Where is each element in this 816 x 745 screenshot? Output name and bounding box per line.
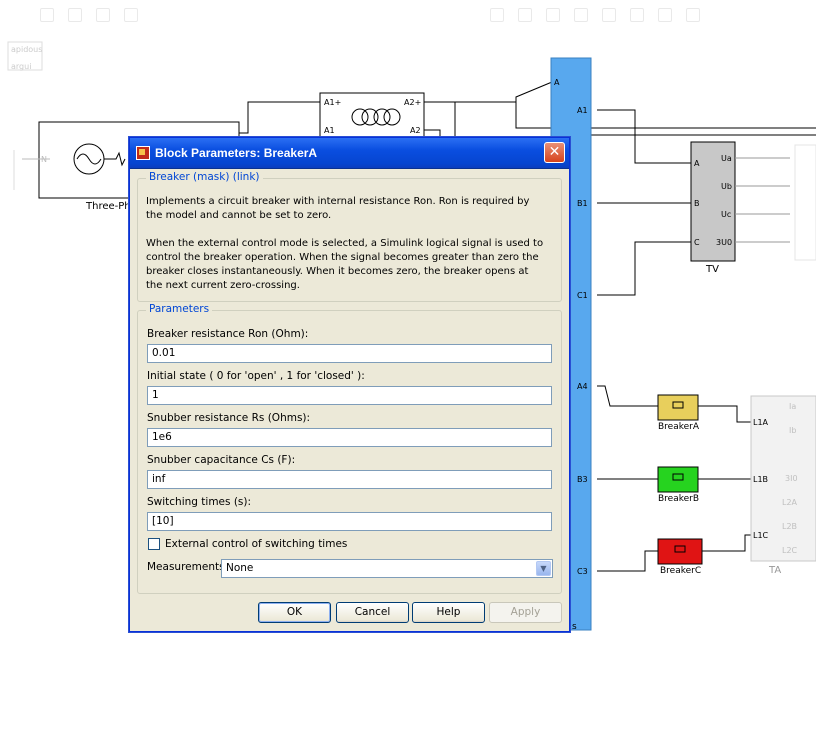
breaker-a-label: BreakerA <box>658 422 700 432</box>
mask-description-group: Breaker (mask) (link) Implements a circu… <box>137 171 562 302</box>
dialog-title: Block Parameters: BreakerA <box>155 146 318 160</box>
initial-state-input[interactable]: 1 <box>147 386 552 405</box>
toolbar-icon <box>96 8 110 22</box>
tv-output-3u0: 3U0 <box>716 238 733 247</box>
toolbar-icon <box>546 8 560 22</box>
tv-output-ub: Ub <box>721 182 732 191</box>
mask-legend: Breaker (mask) (link) <box>146 171 263 183</box>
transformer-port-a1: A1 <box>324 126 335 135</box>
tv-output-uc: Uc <box>721 210 732 219</box>
cancel-button[interactable]: Cancel <box>336 602 409 623</box>
bus-port-a-left: A <box>554 78 560 87</box>
snubber-capacitance-input[interactable]: inf <box>147 470 552 489</box>
ta-output-ia: Ia <box>789 402 797 411</box>
measurements-value: None <box>226 562 254 574</box>
dialog-titlebar[interactable]: Block Parameters: BreakerA ✕ <box>130 138 569 169</box>
ron-input[interactable]: 0.01 <box>147 344 552 363</box>
bus-port-a4: A4 <box>577 382 588 391</box>
transformer-block[interactable] <box>319 92 425 142</box>
help-button[interactable]: Help <box>412 602 485 623</box>
toolbar-icon <box>686 8 700 22</box>
parameters-group: Parameters <box>137 303 562 594</box>
toolbar-icon <box>68 8 82 22</box>
bus-port-b3: B3 <box>577 475 588 484</box>
ta-input-l1b: L1B <box>753 475 769 484</box>
tv-block[interactable] <box>690 141 736 262</box>
bus-port-b1: B1 <box>577 199 588 208</box>
parameters-legend: Parameters <box>146 303 213 315</box>
toolbar-icon <box>658 8 672 22</box>
external-control-label: External control of switching times <box>165 538 348 550</box>
ta-output-l2b: L2B <box>782 522 798 531</box>
tv-input-a: A <box>694 159 700 168</box>
initial-state-label: Initial state ( 0 for 'open' , 1 for 'cl… <box>147 370 365 382</box>
ghost-block <box>7 41 43 71</box>
ta-label: TA <box>769 565 782 576</box>
switching-times-label: Switching times (s): <box>147 496 252 508</box>
ghost-block-label-bottom: argui <box>11 62 32 71</box>
snubber-resistance-input[interactable]: 1e6 <box>147 428 552 447</box>
toolbar-icon <box>40 8 54 22</box>
breaker-b-label: BreakerB <box>658 494 700 504</box>
sine-icon <box>76 153 102 165</box>
chevron-down-icon[interactable]: ▼ <box>536 561 551 576</box>
bus-port-c1: C1 <box>577 291 588 300</box>
switching-times-input[interactable]: [10] <box>147 512 552 531</box>
bus-port-c3: C3 <box>577 567 588 576</box>
faded-toolbar <box>40 4 770 24</box>
tv-output-ua: Ua <box>721 154 732 163</box>
three-phase-source-label: Three-Ph <box>86 201 131 212</box>
ron-label: Breaker resistance Ron (Ohm): <box>147 328 309 340</box>
snubber-capacitance-label: Snubber capacitance Cs (F): <box>147 454 296 466</box>
apply-button[interactable]: Apply <box>489 602 562 623</box>
close-button[interactable]: ✕ <box>544 142 565 163</box>
snubber-resistance-label: Snubber resistance Rs (Ohms): <box>147 412 311 424</box>
resistor-icon <box>104 151 126 167</box>
toolbar-icon <box>574 8 588 22</box>
external-control-checkbox[interactable] <box>148 538 160 550</box>
simulink-block-icon <box>136 146 150 160</box>
bus-label: s <box>572 622 577 632</box>
breaker-c-label: BreakerC <box>660 566 702 576</box>
transformer-port-a1plus: A1+ <box>324 98 342 107</box>
toolbar-icon <box>124 8 138 22</box>
tv-label: TV <box>706 264 719 275</box>
transformer-port-a2: A2 <box>410 126 421 135</box>
ghost-block-label-top: apidous <box>11 45 43 54</box>
toolbar-icon <box>490 8 504 22</box>
tv-input-b: B <box>694 199 700 208</box>
measurements-select[interactable]: None ▼ <box>221 559 553 578</box>
ta-output-l2a: L2A <box>782 498 798 507</box>
description-paragraph-2: When the external control mode is select… <box>146 238 544 291</box>
block-parameters-dialog: Block Parameters: BreakerA ✕ Breaker (ma… <box>129 137 570 632</box>
ta-input-l1a: L1A <box>753 418 769 427</box>
toolbar-icon <box>602 8 616 22</box>
ok-button[interactable]: OK <box>258 602 331 623</box>
toolbar-icon <box>630 8 644 22</box>
ta-output-ib: Ib <box>789 426 797 435</box>
ta-output-l2c: L2C <box>782 546 798 555</box>
toolbar-icon <box>518 8 532 22</box>
tv-input-c: C <box>694 238 700 247</box>
description-paragraph-1: Implements a circuit breaker with intern… <box>146 196 530 221</box>
breaker-c-block[interactable] <box>657 538 703 565</box>
source-port-n: N <box>41 155 47 164</box>
ta-input-l1c: L1C <box>753 531 769 540</box>
ta-output-3i0: 3I0 <box>785 474 798 483</box>
bus-port-a1: A1 <box>577 106 588 115</box>
transformer-port-a2plus: A2+ <box>404 98 422 107</box>
measurements-label: Measurements <box>147 561 225 573</box>
ta-block[interactable] <box>750 395 816 562</box>
